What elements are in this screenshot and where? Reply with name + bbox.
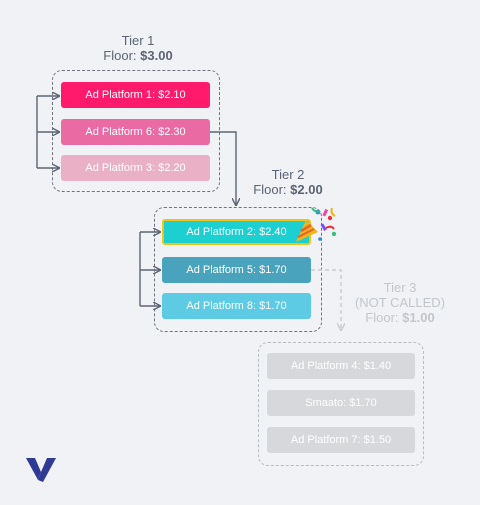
tier1-bracket: [36, 96, 59, 168]
tier1-floor-value: $3.00: [140, 48, 173, 63]
tier1-to-tier2-arrow: [210, 131, 236, 205]
tier3-platform-1: Ad Platform 4: $1.40: [267, 353, 415, 379]
tier1-name: Tier 1: [121, 33, 155, 48]
tier2-floor-label: Floor:: [253, 182, 291, 197]
tier2-platform-2: Ad Platform 5: $1.70: [162, 257, 311, 283]
tier2-floor: Floor: $2.00: [253, 182, 322, 197]
tier3-floor-value: $1.00: [402, 310, 435, 325]
tier3-platform-2: Smaato: $1.70: [267, 390, 415, 416]
tier1-platform-1: Ad Platform 1: $2.10: [61, 82, 210, 108]
tier3-floor-label: Floor:: [365, 310, 403, 325]
tier2-title: Tier 2 Floor: $2.00: [248, 167, 328, 197]
tier3-box: [258, 342, 424, 466]
tier2-platform-3: Ad Platform 8: $1.70: [162, 293, 311, 319]
party-popper-icon: [296, 207, 337, 242]
tier3-platform-3: Ad Platform 7: $1.50: [267, 427, 415, 453]
tier2-bracket: [139, 232, 160, 306]
tier2-name: Tier 2: [271, 167, 305, 182]
tier3-status: (NOT CALLED): [354, 295, 446, 310]
tier1-floor: Floor: $3.00: [103, 48, 172, 63]
tier2-to-tier3-arrow: [311, 269, 341, 330]
tier3-name: Tier 3: [383, 280, 417, 295]
tier3-title: Tier 3 (NOT CALLED) Floor: $1.00: [350, 280, 450, 325]
tier1-title: Tier 1 Floor: $3.00: [100, 33, 176, 63]
tier1-floor-label: Floor:: [103, 48, 141, 63]
brand-logo-icon: [26, 458, 56, 482]
tier1-platform-2: Ad Platform 6: $2.30: [61, 119, 210, 145]
tier3-floor: Floor: $1.00: [365, 310, 434, 325]
tier2-floor-value: $2.00: [290, 182, 323, 197]
tier1-platform-3: Ad Platform 3: $2.20: [61, 155, 210, 181]
tier2-platform-1-winner: Ad Platform 2: $2.40: [162, 219, 311, 245]
